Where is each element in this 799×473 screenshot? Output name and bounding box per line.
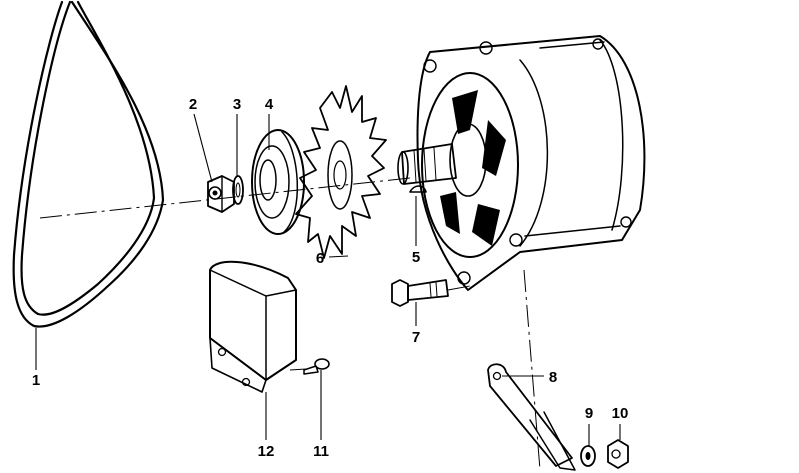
nut bbox=[607, 439, 629, 469]
v-belt bbox=[12, 0, 165, 328]
callout-2: 2 bbox=[189, 96, 197, 113]
callout-labels: 1 2 3 4 5 6 7 8 9 10 11 12 bbox=[32, 96, 629, 460]
centre-axis-line bbox=[39, 177, 411, 219]
fan-impeller bbox=[295, 85, 387, 259]
callout-5: 5 bbox=[412, 249, 420, 266]
hex-nut bbox=[207, 175, 235, 213]
callout-9: 9 bbox=[585, 405, 593, 422]
hex-bolt bbox=[391, 279, 449, 307]
callout-7: 7 bbox=[412, 329, 420, 346]
alternator-housing bbox=[416, 35, 646, 291]
bolt-axis-line bbox=[447, 285, 471, 291]
leader-line-2 bbox=[193, 113, 213, 183]
callout-6: 6 bbox=[316, 250, 324, 267]
callout-10: 10 bbox=[612, 405, 629, 422]
spring-washer bbox=[232, 175, 244, 205]
alternator-shaft bbox=[397, 143, 457, 185]
voltage-regulator bbox=[209, 260, 297, 393]
pulley bbox=[251, 129, 305, 235]
leader-line-6 bbox=[328, 255, 349, 258]
screw-axis-line bbox=[289, 368, 307, 371]
callout-3: 3 bbox=[233, 96, 241, 113]
self-tapping-screw bbox=[303, 358, 330, 375]
leader-lines bbox=[35, 113, 621, 446]
callout-1: 1 bbox=[32, 372, 40, 389]
bracket-axis-line bbox=[523, 269, 541, 471]
tensioning-bracket bbox=[487, 363, 576, 471]
callout-11: 11 bbox=[313, 443, 329, 460]
callout-12: 12 bbox=[258, 443, 275, 460]
callout-4: 4 bbox=[265, 96, 274, 113]
callout-8: 8 bbox=[549, 369, 557, 386]
washer bbox=[580, 445, 596, 467]
